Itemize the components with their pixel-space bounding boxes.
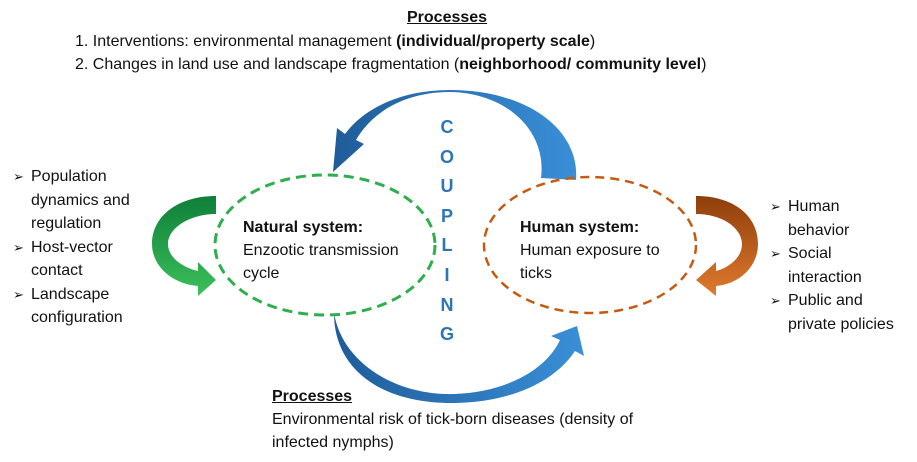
coupling-letter: O: [439, 146, 454, 167]
list-item-line: interaction: [788, 268, 862, 286]
human-system-line-2: ticks: [520, 265, 552, 282]
coupling-letter: L: [441, 235, 453, 256]
arrow-bullet-icon: ➢: [770, 293, 781, 308]
top-processes-line-1-scale: (individual/property scale: [396, 33, 590, 50]
natural-factors-list: ➢ Population dynamics and regulation ➢ H…: [13, 165, 130, 330]
human-system-title: Human system:: [520, 219, 640, 236]
list-item-line: Social: [788, 245, 832, 262]
arrow-bullet-icon: ➢: [13, 239, 24, 255]
list-item: ➢ Population dynamics and regulation: [13, 165, 130, 236]
top-processes-line-2-text: 2. Changes in land use and landscape fra…: [75, 56, 460, 73]
coupling-letter: N: [440, 294, 454, 315]
list-item-line: contact: [31, 262, 83, 279]
natural-system-ellipse: [213, 173, 437, 317]
list-item: ➢ Host-vector contact: [13, 236, 130, 283]
coupling-label: C O U P L I N G: [436, 113, 458, 350]
bottom-processes-line-2: infected nymphs): [272, 434, 394, 451]
human-feedback-arrow: [696, 196, 758, 296]
top-coupling-arrow: [333, 90, 577, 180]
list-item-line: configuration: [31, 309, 123, 326]
top-processes-line-1: 1. Interventions: environmental manageme…: [75, 31, 595, 53]
coupling-letter: C: [440, 117, 454, 137]
human-factors-list: ➢ Human behavior ➢ Social interaction ➢ …: [770, 195, 894, 336]
top-processes-line-1-text: 1. Interventions: environmental manageme…: [75, 33, 397, 50]
list-item-line: Human: [788, 198, 840, 215]
list-item: ➢ Social interaction: [770, 242, 894, 289]
human-system-ellipse: [482, 175, 698, 315]
list-item-line: Host-vector: [31, 238, 113, 256]
coupling-letter: P: [440, 205, 453, 226]
arrow-bullet-icon: ➢: [770, 246, 781, 261]
arrow-bullet-icon: ➢: [13, 169, 24, 184]
list-item-line: dynamics and: [31, 191, 130, 209]
list-item-line: behavior: [788, 221, 850, 239]
list-item-line: Population: [31, 168, 107, 185]
arrow-bullet-icon: ➢: [13, 286, 24, 302]
top-processes-line-2: 2. Changes in land use and landscape fra…: [75, 54, 706, 76]
natural-system-title: Natural system:: [243, 219, 364, 236]
coupling-letter: G: [439, 324, 454, 345]
list-item-line: private policies: [788, 315, 894, 333]
coupling-letter: U: [440, 176, 454, 197]
list-item: ➢ Human behavior: [770, 195, 894, 242]
arrow-bullet-icon: ➢: [770, 199, 781, 214]
coupling-letter: I: [444, 264, 450, 285]
list-item: ➢ Landscape configuration: [13, 283, 130, 330]
top-processes-line-1-close: ): [589, 33, 596, 50]
list-item-line: Public and: [788, 292, 863, 309]
list-item-line: regulation: [31, 215, 102, 232]
human-system-line-1: Human exposure to: [520, 242, 660, 259]
natural-feedback-arrow: [152, 196, 216, 296]
bottom-coupling-arrow: [334, 313, 584, 404]
list-item-line: Landscape: [31, 285, 110, 303]
bottom-processes-heading: Processes: [272, 388, 353, 405]
bottom-processes-line-1: Environmental risk of tick-born diseases…: [272, 411, 634, 428]
top-processes-line-2-close: ): [701, 56, 707, 73]
list-item: ➢ Public and private policies: [770, 289, 894, 336]
top-processes-line-2-scale: neighborhood/ community level: [459, 56, 702, 73]
top-processes-heading: Processes: [407, 9, 488, 26]
natural-system-line-2: cycle: [243, 265, 280, 282]
natural-system-line-1: Enzootic transmission: [243, 242, 399, 259]
